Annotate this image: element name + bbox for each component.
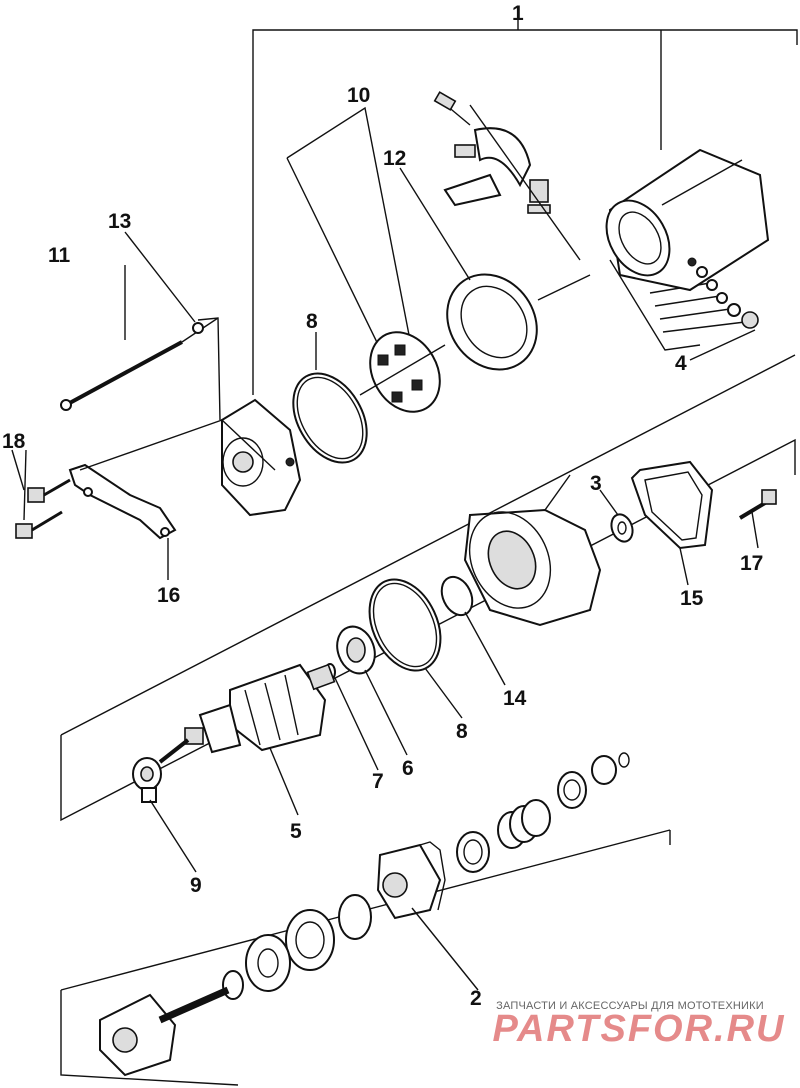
washer-13 (192, 322, 204, 334)
brush-plate-ring-12 (446, 273, 591, 371)
bracket-1 (252, 22, 798, 395)
watermark-brand: PARTSFOR.RU (492, 1008, 786, 1050)
pinion-gear (376, 841, 446, 920)
armature-5 (158, 663, 336, 764)
bearing-6 (336, 625, 376, 675)
brush-terminal-set (433, 91, 581, 261)
drive-housing (463, 474, 602, 627)
label-5: 5 (290, 820, 302, 843)
brush-holder-10 (359, 331, 446, 413)
shaft-gear (99, 986, 230, 1077)
bearing-9 (132, 757, 162, 803)
label-2: 2 (470, 987, 482, 1010)
label-7: 7 (372, 770, 384, 793)
label-16: 16 (157, 584, 180, 607)
label-10: 10 (347, 84, 370, 107)
label-9: 9 (190, 874, 202, 897)
gasket-15 (630, 460, 714, 550)
leader-lines (124, 8, 759, 991)
end-cover (221, 398, 302, 517)
o-ring-8-top (292, 372, 368, 464)
label-12: 12 (383, 147, 406, 170)
bracket-plate-16 (68, 419, 223, 540)
label-1: 1 (512, 2, 524, 25)
label-8-top: 8 (306, 310, 318, 333)
sleeve (557, 771, 587, 809)
spring-stack (497, 799, 551, 849)
bolt-17 (738, 489, 777, 520)
washer-3 (610, 513, 634, 543)
label-15: 15 (680, 587, 704, 610)
one-way-clutch (285, 909, 335, 971)
label-17: 17 (740, 552, 763, 575)
label-8-mid: 8 (456, 720, 468, 743)
label-3: 3 (590, 472, 602, 495)
snap-ring (222, 970, 244, 1000)
yoke-housing (605, 148, 770, 292)
watermark-tagline: ЗАПЧАСТИ И АКСЕССУАРЫ ДЛЯ МОТОТЕХНИКИ (496, 1000, 764, 1012)
bolts-18 (11, 449, 71, 539)
label-6: 6 (402, 757, 414, 780)
label-18: 18 (2, 430, 26, 453)
washer-stack-4 (696, 266, 759, 329)
clip-ring (338, 894, 372, 940)
collar-ring (456, 831, 490, 873)
small-ring (591, 752, 630, 785)
thrust-washer (245, 934, 291, 992)
o-ring-14 (440, 575, 474, 617)
part-number-labels: 1 2 3 4 5 6 7 8 8 9 10 11 12 13 14 15 16… (2, 2, 763, 1010)
label-11: 11 (48, 244, 71, 267)
label-13: 13 (108, 210, 131, 233)
label-4: 4 (675, 352, 687, 375)
label-14: 14 (503, 687, 527, 710)
